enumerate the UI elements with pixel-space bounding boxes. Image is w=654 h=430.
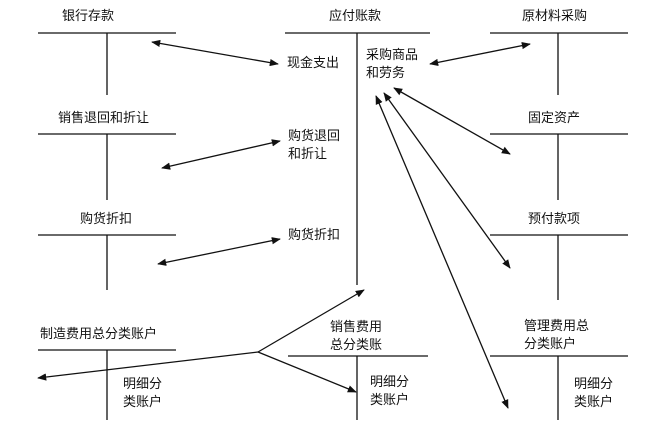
account-admin-detail: 明细分 类账户 [574, 377, 614, 410]
account-mfg-overhead: 制造费用总分类账户 [40, 327, 158, 342]
account-sales-return: 销售退回和折让 [58, 111, 150, 126]
arrow-fixed-asset [393, 87, 511, 155]
arrow-to-mfg [37, 351, 259, 381]
entry-purchase-goods: 采购商品 和劳务 [366, 48, 419, 81]
arrow-to-payable [257, 289, 365, 353]
account-mfg-detail: 明细分 类账户 [123, 377, 163, 410]
account-bank: 银行存款 [62, 9, 115, 24]
entry-purchase-return: 购货退回 和折让 [288, 129, 341, 162]
arrow-prepaid [383, 92, 511, 269]
account-prepaid: 预付款项 [528, 212, 581, 227]
account-purchase-discount: 购货折扣 [80, 212, 133, 227]
account-admin-expense: 管理费用总 分类账户 [524, 319, 590, 352]
arrow-admin [375, 95, 509, 409]
arrow-raw-material [429, 42, 531, 66]
account-selling-expense: 销售费用 总分类账 [330, 320, 383, 353]
account-payable: 应付账款 [329, 9, 382, 24]
account-raw-material: 原材料采购 [522, 9, 588, 24]
account-fixed-asset: 固定资产 [528, 111, 581, 126]
arrow-return [161, 139, 281, 170]
account-selling-detail: 明细分 类账户 [370, 375, 410, 408]
entry-purchase-discount: 购货折扣 [288, 228, 341, 243]
entry-cash-out: 现金支出 [287, 56, 340, 71]
arrow-bank-cash [151, 39, 279, 67]
arrow-to-selling [257, 351, 357, 393]
arrow-discount [157, 237, 281, 266]
